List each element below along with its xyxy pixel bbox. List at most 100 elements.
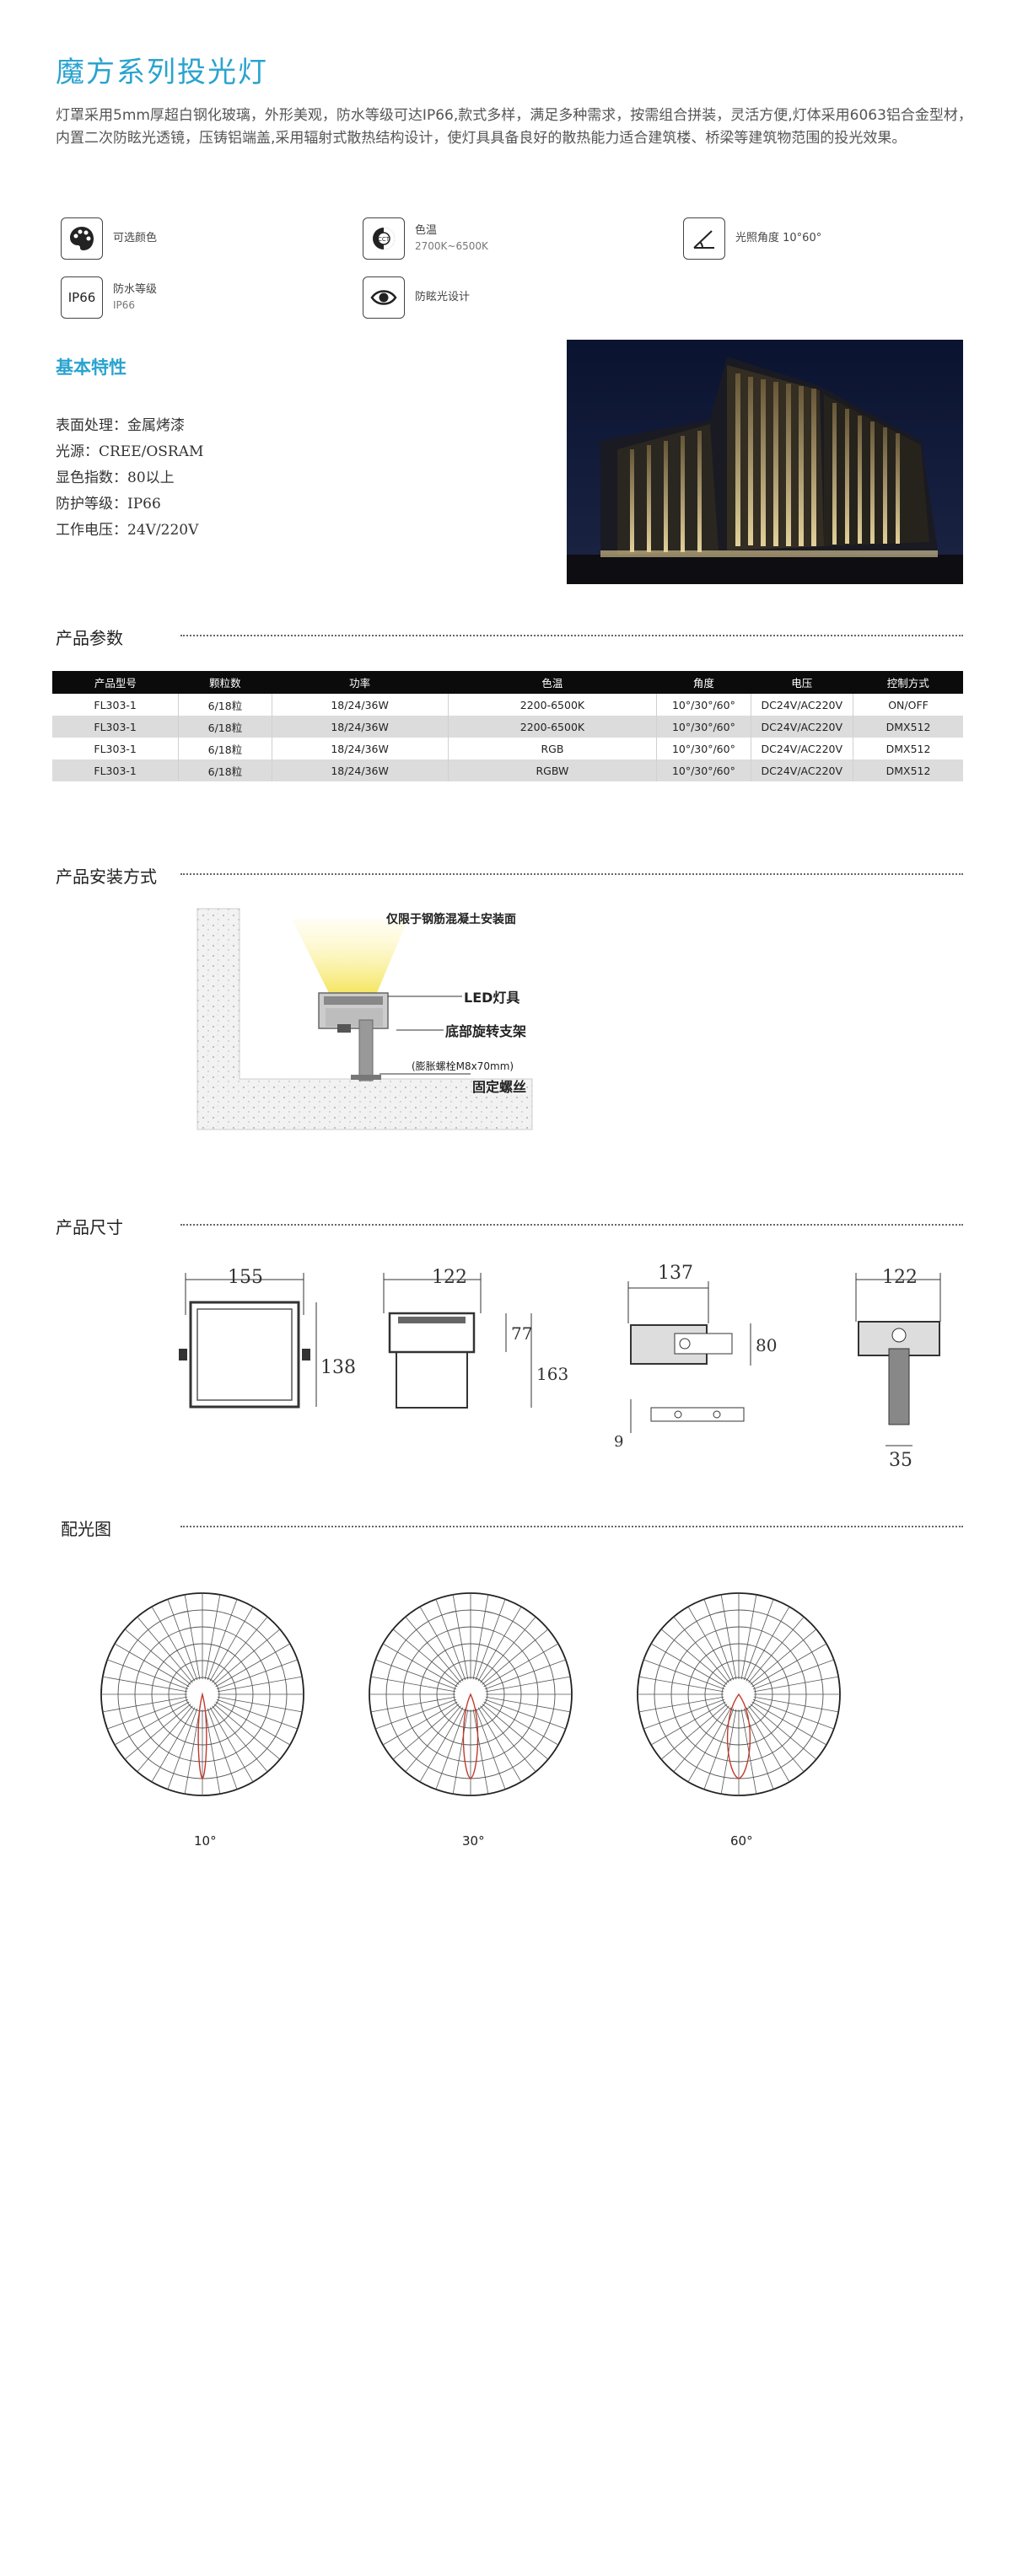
col-header: 角度	[656, 671, 751, 694]
light-distribution-curve	[197, 1692, 207, 1780]
table-row: FL303-1 6/18粒 18/24/36W 2200-6500K 10°/3…	[52, 694, 963, 716]
building-night-photo	[567, 340, 963, 584]
table-row: FL303-1 6/18粒 18/24/36W RGBW 10°/30°/60°…	[52, 759, 963, 781]
polar-spoke	[392, 1704, 460, 1760]
polar-spoke	[480, 1616, 536, 1683]
polar-spoke	[204, 1594, 221, 1680]
table-cell: 18/24/36W	[272, 759, 449, 781]
polar-spoke	[482, 1629, 549, 1685]
spec-list: 表面处理：金属烤漆 光源：CREE/OSRAM 显色指数：80以上 防护等级：I…	[56, 413, 203, 544]
dim-side-width: 122	[432, 1267, 467, 1288]
table-cell: 2200-6500K	[448, 694, 658, 716]
polar-spoke	[370, 1696, 456, 1713]
led-callout: LED灯具	[464, 990, 520, 1006]
polar-spoke	[650, 1701, 726, 1746]
polar-spoke	[212, 1616, 268, 1683]
dim-back-width: 122	[882, 1267, 918, 1288]
feature-color: 可选颜色	[61, 217, 157, 260]
polar-spoke	[643, 1699, 725, 1730]
install-diagram	[196, 908, 533, 1130]
polar-spoke	[392, 1629, 460, 1685]
polar-spoke	[475, 1708, 506, 1790]
dim-side-h1: 77	[511, 1323, 533, 1344]
polar-label-60: 60°	[730, 1833, 753, 1849]
polar-spoke	[485, 1696, 571, 1713]
feature-label: 防水等级	[113, 283, 158, 296]
polar-spoke	[184, 1709, 201, 1795]
polar-spoke	[215, 1701, 291, 1746]
table-cell: 2200-6500K	[448, 716, 658, 738]
polar-spoke	[114, 1701, 190, 1746]
dimensions-heading: 产品尺寸	[56, 1217, 123, 1237]
polar-spoke	[643, 1659, 725, 1690]
eye-icon	[363, 276, 405, 319]
install-heading: 产品安装方式	[56, 867, 157, 887]
table-cell: DMX512	[853, 716, 963, 738]
dimension-drawings	[179, 1273, 941, 1446]
polar-spoke	[375, 1699, 457, 1730]
polar-spoke	[660, 1629, 728, 1685]
polar-spoke	[151, 1606, 196, 1682]
polar-spoke	[216, 1659, 298, 1690]
polar-chart-30	[369, 1592, 573, 1796]
params-heading: 产品参数	[56, 628, 123, 648]
table-cell: 18/24/36W	[272, 694, 449, 716]
polar-spoke	[419, 1707, 464, 1783]
polar-spoke	[743, 1599, 774, 1681]
install-note: 仅限于钢筋混凝土安装面	[386, 913, 516, 926]
table-cell: FL303-1	[52, 759, 180, 781]
light-distribution-curve	[726, 1693, 751, 1779]
spec-line: 显色指数：80以上	[56, 470, 175, 486]
light-heading: 配光图	[61, 1519, 111, 1539]
polar-spoke	[482, 1704, 549, 1760]
spec-line: 工作电压：24V/220V	[56, 522, 199, 539]
svg-text:CCT: CCT	[378, 236, 390, 243]
divider	[180, 1224, 963, 1226]
dim-top-width: 137	[658, 1263, 693, 1284]
polar-spoke	[137, 1616, 193, 1683]
back-view	[855, 1273, 941, 1446]
polar-spoke	[114, 1643, 190, 1688]
col-header: 色温	[448, 671, 657, 694]
divider	[180, 1526, 963, 1527]
polar-spoke	[212, 1705, 268, 1773]
color-temperature-icon: CCT	[363, 217, 405, 260]
polar-spoke	[217, 1676, 303, 1693]
table-cell: FL303-1	[52, 716, 180, 738]
table-cell: DMX512	[853, 759, 963, 781]
feature-cct: CCT 色温 2700K~6500K	[363, 217, 488, 260]
feature-label: 可选颜色	[113, 232, 158, 244]
polar-spoke	[419, 1606, 464, 1682]
polar-spoke	[746, 1707, 790, 1783]
feature-sub: 2700K~6500K	[415, 240, 488, 252]
polar-spoke	[475, 1599, 506, 1681]
table-cell: DC24V/AC220V	[751, 694, 854, 716]
table-cell: 10°/30°/60°	[656, 716, 751, 738]
feature-label: 防眩光设计	[415, 291, 471, 303]
page-title: 魔方系列投光灯	[56, 56, 268, 89]
table-cell: RGB	[448, 738, 658, 759]
polar-spoke	[213, 1704, 281, 1760]
table-cell: ON/OFF	[888, 698, 929, 711]
polar-spoke	[477, 1606, 522, 1682]
polar-spoke	[638, 1676, 724, 1693]
polar-spoke	[687, 1707, 732, 1783]
divider	[180, 873, 963, 875]
polar-spoke	[217, 1696, 303, 1713]
polar-spoke	[375, 1659, 457, 1690]
polar-spoke	[382, 1643, 458, 1688]
polar-spoke	[137, 1705, 193, 1773]
polar-spoke	[484, 1659, 566, 1690]
polar-spoke	[673, 1705, 729, 1773]
dim-top-height: 80	[756, 1335, 778, 1355]
polar-spoke	[209, 1707, 254, 1783]
table-cell: 18/24/36W	[272, 738, 449, 759]
table-row: FL303-1 6/18粒 18/24/36W RGB 10°/30°/60° …	[52, 738, 963, 759]
polar-spoke	[151, 1707, 196, 1783]
polar-spoke	[435, 1599, 466, 1681]
polar-spoke	[452, 1709, 469, 1795]
feature-ip: IP66 防水等级 IP66	[61, 276, 157, 319]
polar-spoke	[124, 1704, 191, 1760]
table-cell: 10°/30°/60°	[656, 759, 751, 781]
polar-spoke	[750, 1704, 817, 1760]
